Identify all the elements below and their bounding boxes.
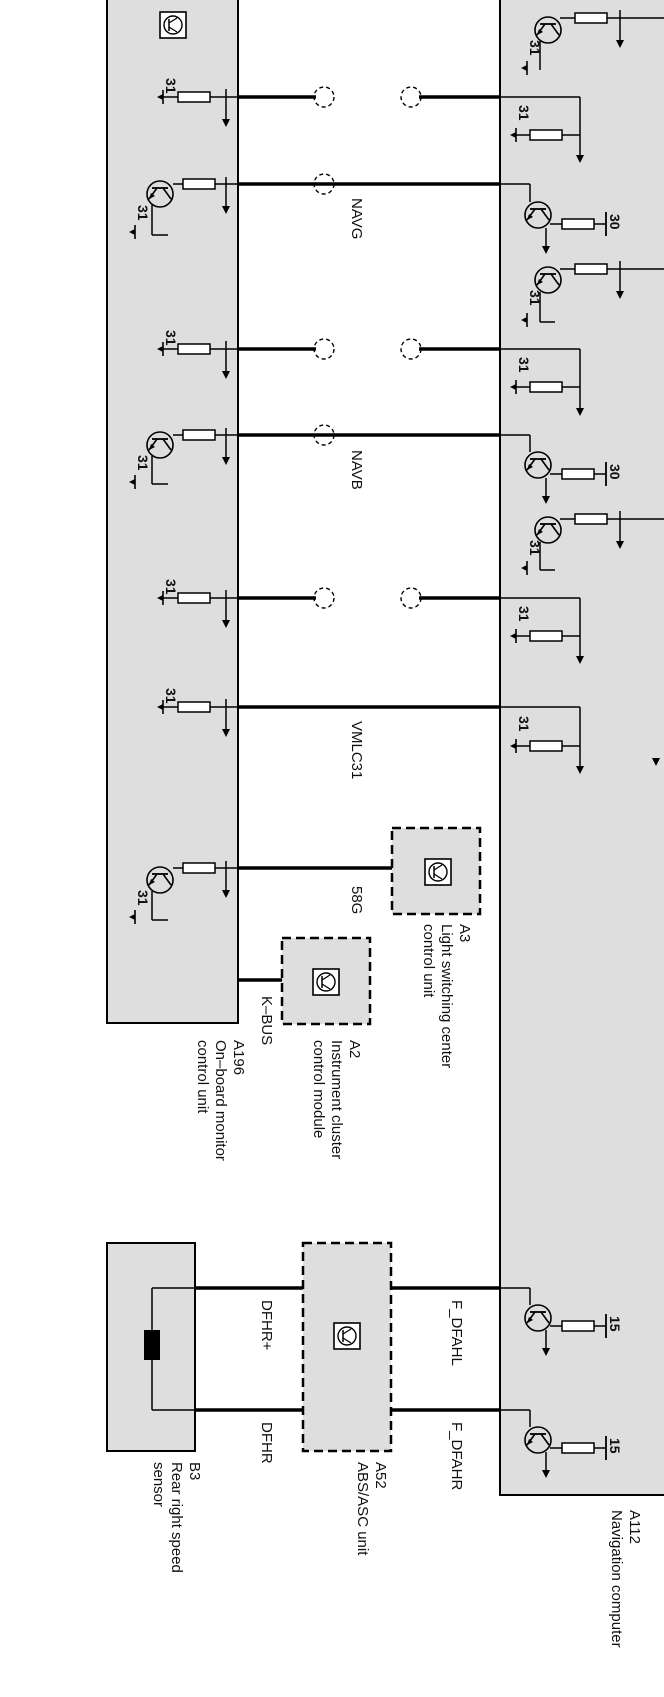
signal-f-dfahl: F_DFAHL [448, 1300, 465, 1366]
a52-id: A52 [372, 1462, 389, 1489]
a3-id: A3 [456, 924, 473, 942]
signal-dfhr: DFHR [258, 1422, 275, 1464]
a2-box: A2 Instrument cluster control module [280, 936, 372, 1159]
pin-31: 31 [163, 579, 179, 595]
wire-vmlc31: VMLC31 [238, 705, 500, 779]
b3-name: Rear right speed [168, 1462, 185, 1573]
a196-unit-icon [159, 11, 187, 39]
pin-31: 31 [516, 105, 532, 121]
a112-id: A112 [626, 1510, 643, 1544]
pin-30: 30 [607, 214, 623, 230]
a112-stage-0: 31 [520, 10, 664, 76]
pin-31: 31 [163, 330, 179, 346]
a112-marker-arrow [652, 758, 660, 766]
a112-output-navg: 31 [520, 261, 664, 328]
signal-f-dfahr: F_DFAHR [448, 1422, 465, 1491]
a112-input-3: 31 [500, 597, 584, 664]
a196-name: On–board monitor [212, 1040, 229, 1161]
pin-31: 31 [135, 205, 151, 221]
wire-navb: NAVB [238, 424, 500, 490]
pin-31: 31 [527, 540, 543, 556]
a112-input-1: 31 [500, 96, 584, 163]
a196-pullup-3: 31 [156, 579, 238, 628]
a196-driver-navg: 31 [128, 177, 238, 240]
signal-kbus: K–BUS [258, 996, 275, 1045]
pin-30: 30 [607, 464, 623, 480]
a3-box: A3 Light switching center control unit [390, 826, 482, 1068]
pin-31: 31 [527, 40, 543, 56]
pin-31: 31 [516, 606, 532, 622]
wire-dfhr-plus: DFHR+ [195, 1286, 303, 1351]
signal-dfhr-plus: DFHR+ [258, 1300, 275, 1351]
a52-box: A52 ABS/ASC unit [301, 1241, 393, 1556]
a112-name: Navigation computer [608, 1510, 625, 1648]
a112-input-dfahr: 15 [500, 1409, 623, 1478]
wire-dfhr: DFHR [195, 1408, 303, 1464]
b3-id: B3 [186, 1462, 203, 1480]
a112-input-2: 31 [500, 348, 584, 416]
a2-id: A2 [346, 1040, 363, 1058]
a196-box [106, 0, 239, 1024]
a2-name-line2: control module [310, 1040, 327, 1138]
wire-navg: NAVG [238, 173, 500, 239]
a112-box [499, 0, 664, 1496]
pin-31: 31 [135, 455, 151, 471]
wire-row-3 [238, 587, 500, 609]
signal-vmlc31: VMLC31 [348, 721, 365, 779]
wire-kbus: K–BUS [238, 978, 282, 1045]
pin-31: 31 [516, 357, 532, 373]
pin-15: 15 [607, 1438, 623, 1454]
a196-driver-58g: 31 [128, 861, 238, 925]
pin-31: 31 [527, 290, 543, 306]
wire-f-dfahl: F_DFAHL [391, 1286, 500, 1366]
a112-input-dfahl: 15 [500, 1287, 623, 1356]
pin-31: 31 [135, 890, 151, 906]
a2-name: Instrument cluster [328, 1040, 345, 1159]
a112-input-vmlc31: 31 [500, 706, 584, 774]
pin-31: 31 [163, 78, 179, 94]
signal-navg: NAVG [348, 198, 365, 239]
a3-name-line2: control unit [420, 924, 437, 998]
signal-58g: 58G [348, 886, 365, 914]
a196-pullup-1: 31 [156, 78, 238, 127]
signal-navb: NAVB [348, 450, 365, 490]
a196-pullup-vmlc31: 31 [156, 688, 238, 737]
a196-name-line2: control unit [194, 1040, 211, 1114]
a196-driver-navb: 31 [128, 428, 238, 490]
a52-name: ABS/ASC unit [354, 1462, 371, 1556]
pin-31: 31 [163, 688, 179, 704]
pin-15: 15 [607, 1316, 623, 1332]
b3-box: B3 Rear right speed sensor [106, 1242, 203, 1573]
wire-row-1 [238, 86, 500, 108]
a112-output-navb: 31 [520, 511, 664, 576]
wire-f-dfahr: F_DFAHR [391, 1408, 500, 1491]
wire-58g: 58G [238, 866, 392, 914]
b3-name-line2: sensor [150, 1462, 167, 1507]
a3-name: Light switching center [438, 924, 455, 1068]
a112-input-navg: 30 [500, 183, 623, 254]
wire-row-2 [238, 338, 500, 360]
a196-pullup-2: 31 [156, 330, 238, 379]
a196-id: A196 [230, 1040, 247, 1075]
pin-31: 31 [516, 716, 532, 732]
a112-input-navb: 30 [500, 434, 623, 504]
